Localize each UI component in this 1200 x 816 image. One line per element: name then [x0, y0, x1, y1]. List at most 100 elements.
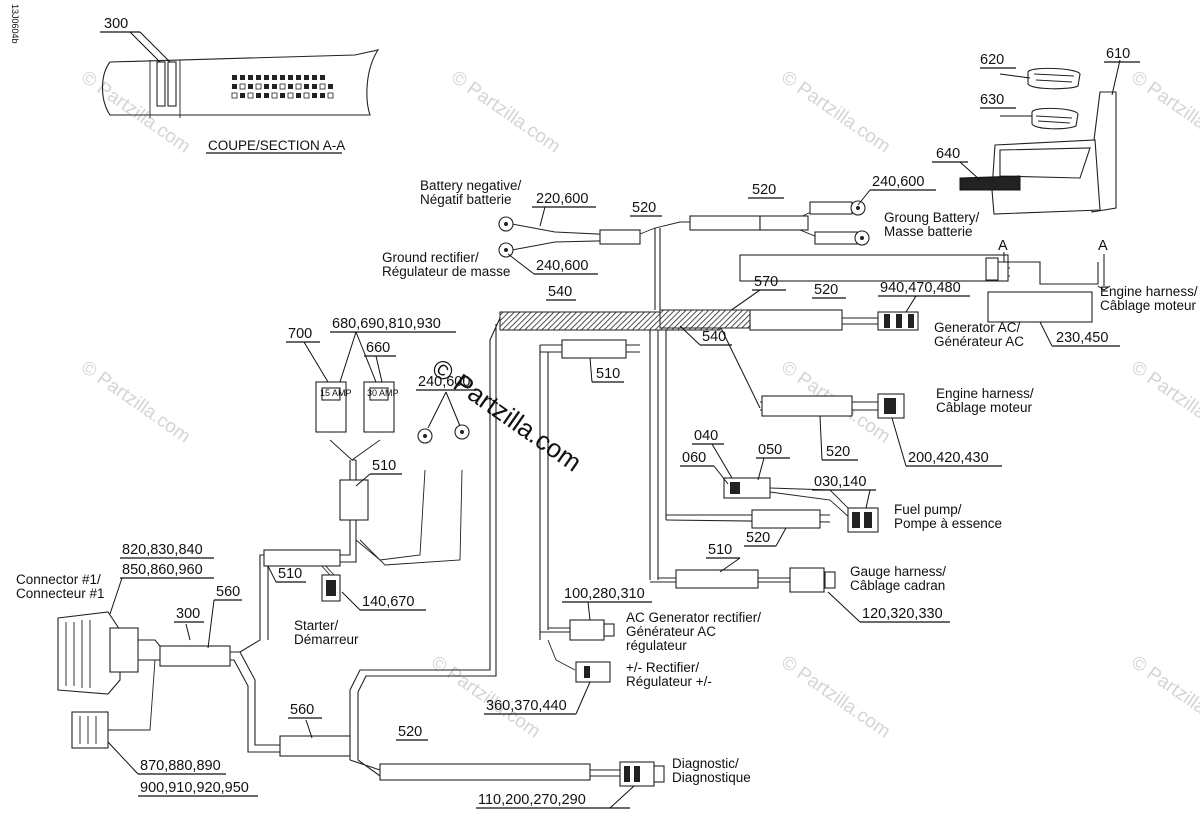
ref-640: 640: [936, 146, 960, 162]
ref-900-910-920-950: 900,910,920,950: [140, 780, 249, 796]
ref-120-320-330: 120,320,330: [862, 606, 943, 622]
ref-510: 510: [372, 458, 396, 474]
ref-560: 560: [216, 584, 240, 600]
svg-text:Diagnostique: Diagnostique: [672, 770, 751, 785]
label-rectifier: +/- Rectifier/ Régulateur +/-: [626, 660, 712, 689]
label-engine-harness-mid: Engine harness/ Câblage moteur: [936, 386, 1034, 415]
section-marker-a-left: A: [998, 238, 1008, 254]
svg-text:Câblage moteur: Câblage moteur: [936, 400, 1033, 415]
label-diagnostic: Diagnostic/ Diagnostique: [672, 756, 751, 785]
parts-610-640: [932, 59, 1140, 215]
svg-text:Connecteur #1: Connecteur #1: [16, 586, 105, 601]
section-a-markers: [1003, 252, 1111, 291]
svg-text:Ground rectifier/: Ground rectifier/: [382, 250, 479, 265]
fuse-15-amp: 15 AMP: [320, 388, 352, 398]
ref-510: 510: [596, 366, 620, 382]
ref-100-280-310: 100,280,310: [564, 586, 645, 602]
svg-text:Engine harness/: Engine harness/: [1100, 284, 1198, 299]
section-label: COUPE/SECTION A-A: [208, 138, 345, 153]
connectors: [57, 200, 1099, 787]
svg-text:Connector #1/: Connector #1/: [16, 572, 101, 587]
ref-540: 540: [702, 329, 726, 345]
ref-820-830-840: 820,830,840: [122, 542, 203, 558]
watermark: © Partzilla.com: [1127, 67, 1200, 158]
ref-520: 520: [398, 724, 422, 740]
watermark: © Partzilla.com: [1127, 652, 1200, 743]
svg-text:Câblage cadran: Câblage cadran: [850, 578, 945, 593]
label-ground-battery: Groung Battery/ Masse batterie: [884, 210, 980, 239]
label-ground-rectifier: Ground rectifier/ Régulateur de masse: [382, 250, 510, 279]
watermark: © Partzilla.com: [77, 357, 194, 448]
ref-850-860-960: 850,860,960: [122, 562, 203, 578]
svg-text:Groung Battery/: Groung Battery/: [884, 210, 980, 225]
svg-text:Gauge harness/: Gauge harness/: [850, 564, 946, 579]
ref-030-140: 030,140: [814, 474, 866, 490]
svg-text:Générateur AC: Générateur AC: [626, 624, 716, 639]
ref-300-top: 300: [104, 16, 128, 32]
ref-700: 700: [288, 326, 312, 342]
watermark: © Partzilla.com: [427, 352, 588, 477]
svg-text:Démarreur: Démarreur: [294, 632, 359, 647]
ref-620: 620: [980, 52, 1004, 68]
ref-660: 660: [366, 340, 390, 356]
ref-360-370-440: 360,370,440: [486, 698, 567, 714]
label-connector-1: Connector #1/ Connecteur #1: [16, 572, 105, 601]
svg-text:Générateur AC: Générateur AC: [934, 334, 1024, 349]
ref-240-600: 240,600: [872, 174, 924, 190]
svg-text:Generator AC/: Generator AC/: [934, 320, 1021, 335]
svg-text:Négatif batterie: Négatif batterie: [420, 192, 512, 207]
label-battery-negative: Battery negative/ Négatif batterie: [420, 178, 522, 207]
svg-text:régulateur: régulateur: [626, 638, 687, 653]
watermark: © Partzilla.com: [447, 67, 564, 158]
ref-140-670: 140,670: [362, 594, 414, 610]
svg-text:Régulateur +/-: Régulateur +/-: [626, 674, 712, 689]
ref-570: 570: [754, 274, 778, 290]
drawing-id: 13J0604b: [10, 4, 20, 44]
svg-text:AC Generator rectifier/: AC Generator rectifier/: [626, 610, 761, 625]
ref-220-600: 220,600: [536, 191, 588, 207]
ref-300: 300: [176, 606, 200, 622]
svg-text:Starter/: Starter/: [294, 618, 339, 633]
ref-870-880-890: 870,880,890: [140, 758, 221, 774]
fuse-30-amp: 30 AMP: [367, 388, 399, 398]
ref-040: 040: [694, 428, 718, 444]
svg-text:Battery negative/: Battery negative/: [420, 178, 522, 193]
ref-510: 510: [708, 542, 732, 558]
harness-sleeves: [159, 201, 1093, 781]
ref-540: 540: [548, 284, 572, 300]
svg-text:Engine harness/: Engine harness/: [936, 386, 1034, 401]
svg-text:Câblage moteur: Câblage moteur: [1100, 298, 1197, 313]
ref-240-600: 240,600: [536, 258, 588, 274]
ref-110-200-270-290: 110,200,270,290: [478, 792, 586, 808]
svg-text:Fuel pump/: Fuel pump/: [894, 502, 962, 517]
label-gauge-harness: Gauge harness/ Câblage cadran: [850, 564, 946, 593]
svg-text:Diagnostic/: Diagnostic/: [672, 756, 739, 771]
svg-text:+/- Rectifier/: +/- Rectifier/: [626, 660, 699, 675]
watermark: © Partzilla.com: [777, 652, 894, 743]
leader-lines: [107, 189, 1120, 809]
label-engine-harness-top: Engine harness/ Câblage moteur: [1100, 284, 1198, 313]
ref-520: 520: [814, 282, 838, 298]
watermark: © Partzilla.com: [777, 67, 894, 158]
ref-230-450: 230,450: [1056, 330, 1108, 346]
svg-text:Pompe à essence: Pompe à essence: [894, 516, 1002, 531]
ref-560: 560: [290, 702, 314, 718]
ref-240-600: 240,600: [418, 374, 470, 390]
ref-050: 050: [758, 442, 782, 458]
ref-520: 520: [632, 200, 656, 216]
ref-610: 610: [1106, 46, 1130, 62]
label-starter: Starter/ Démarreur: [294, 618, 359, 647]
ref-520: 520: [826, 444, 850, 460]
svg-text:Régulateur de masse: Régulateur de masse: [382, 264, 510, 279]
label-generator-ac: Generator AC/ Générateur AC: [934, 320, 1024, 349]
watermark: © Partzilla.com: [1127, 357, 1200, 448]
ref-200-420-430: 200,420,430: [908, 450, 989, 466]
ref-510: 510: [278, 566, 302, 582]
label-ac-generator-rectifier: AC Generator rectifier/ Générateur AC ré…: [626, 610, 761, 653]
label-fuel-pump: Fuel pump/ Pompe à essence: [894, 502, 1002, 531]
section-marker-a-right: A: [1098, 238, 1108, 254]
svg-text:Masse batterie: Masse batterie: [884, 224, 973, 239]
ref-060: 060: [682, 450, 706, 466]
ref-520: 520: [752, 182, 776, 198]
